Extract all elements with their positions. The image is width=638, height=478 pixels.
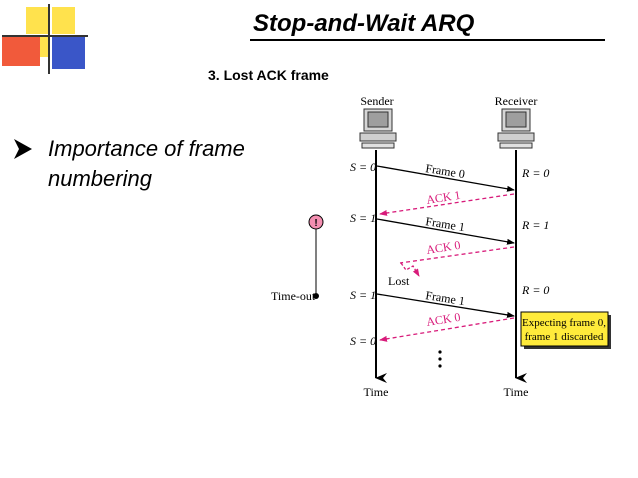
title-underline	[250, 39, 605, 41]
ack-label: ACK 0	[425, 238, 461, 257]
timeout-dot	[313, 293, 319, 299]
ellipsis-dot	[438, 350, 442, 354]
ack-arrow	[379, 317, 515, 342]
decor-vertical-rule	[48, 4, 50, 74]
decor-yellow-square-3	[40, 37, 50, 57]
note-line-2: frame 1 discarded	[525, 331, 604, 343]
bullet-text: Importance of frame numbering	[48, 136, 245, 191]
receiver-computer-icon	[497, 108, 535, 149]
sender-state: S = 0	[350, 334, 376, 348]
sender-label: Sender	[360, 94, 393, 108]
receiver-state: R = 0	[521, 283, 549, 297]
note-line-1: Expecting frame 0,	[522, 317, 606, 329]
frame-label: Frame 1	[425, 214, 466, 234]
ack-arrow-lost	[399, 246, 515, 264]
slide-title: Stop-and-Wait ARQ	[253, 10, 475, 37]
timeout-label: Time-out	[271, 289, 316, 303]
ack-label: ACK 0	[425, 310, 461, 329]
receiver-state: R = 0	[521, 166, 549, 180]
ellipsis-dot	[438, 357, 442, 361]
ellipsis-dot	[438, 364, 442, 368]
timer-glyph: !	[314, 218, 317, 229]
sender-time-label: Time	[364, 385, 389, 399]
discard-note-box	[520, 311, 609, 347]
sender-state: S = 1	[350, 288, 376, 302]
frame-arrow	[376, 165, 515, 192]
lost-label: Lost	[388, 274, 410, 288]
receiver-label: Receiver	[495, 94, 538, 108]
frame-label: Frame 1	[425, 288, 466, 308]
lost-zigzag-icon	[400, 262, 420, 277]
frame-arrow	[376, 293, 515, 318]
decor-yellow-square-2	[52, 7, 75, 34]
ack-label: ACK 1	[425, 188, 461, 207]
receiver-time-label: Time	[504, 385, 529, 399]
slide-subtitle: 3. Lost ACK frame	[208, 67, 329, 83]
decor-horizontal-rule	[2, 35, 88, 37]
sender-computer-icon	[359, 108, 397, 149]
frame-arrow	[376, 218, 515, 245]
decor-red-square	[2, 37, 40, 66]
sender-state: S = 1	[350, 211, 376, 225]
decor-blue-square	[52, 37, 85, 69]
decor-yellow-square-1	[26, 7, 48, 34]
sender-state: S = 0	[350, 160, 376, 174]
bullet-arrow-icon	[14, 139, 32, 159]
frame-label: Frame 0	[425, 161, 466, 181]
ack-arrow	[379, 193, 515, 216]
receiver-state: R = 1	[521, 218, 549, 232]
